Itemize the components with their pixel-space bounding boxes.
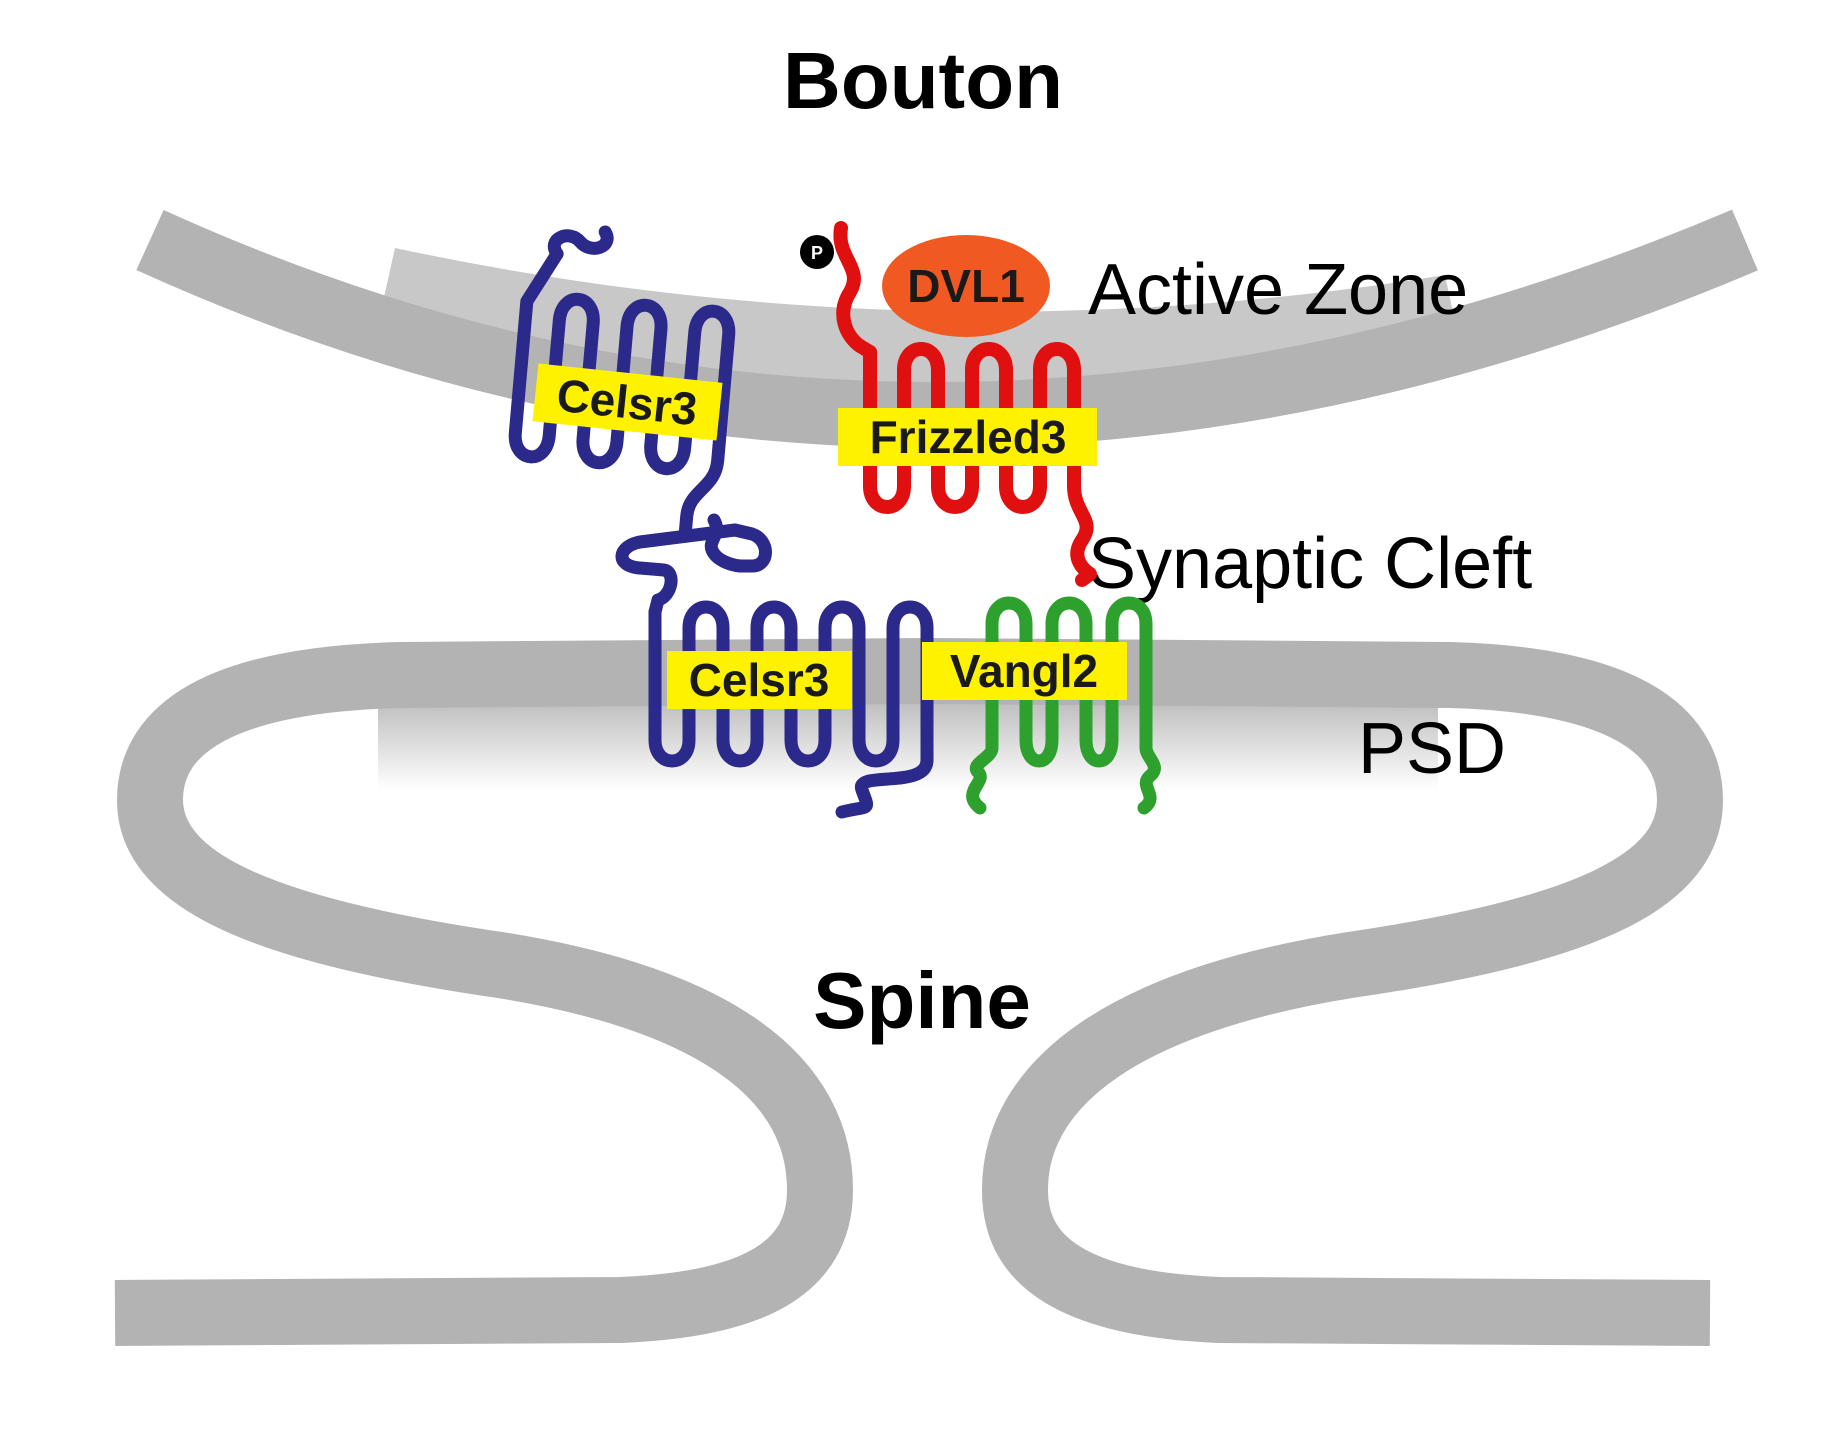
frizzled3-label-bg	[838, 408, 1097, 466]
vangl2-label-bg	[922, 642, 1127, 700]
celsr3-presynaptic: Celsr3	[508, 225, 772, 573]
spine-title: Spine	[813, 956, 1031, 1045]
vangl2-label: Vangl2	[950, 645, 1098, 697]
dvl1-label: DVL1	[907, 260, 1025, 312]
frizzled3-nterm	[833, 221, 877, 359]
vangl2-right-segment	[1045, 596, 1161, 815]
psd-label: PSD	[1358, 709, 1506, 789]
bouton-title: Bouton	[783, 36, 1063, 125]
frizzled3-label: Frizzled3	[870, 411, 1067, 463]
spine-membrane-right	[927, 638, 1724, 1346]
celsr3-pre-label-bg	[532, 363, 723, 441]
vangl2-protein	[966, 596, 1161, 815]
celsr3-post-label-bg	[667, 651, 852, 709]
celsr3-post-helices	[648, 600, 934, 819]
dvl1-protein	[882, 235, 1050, 337]
celsr3-post-extracellular-domain	[615, 523, 742, 619]
phospho-label: P	[811, 243, 823, 263]
vangl2-left-segment	[966, 596, 1059, 815]
frizzled3-receptor	[833, 221, 1097, 587]
celsr3-pre-nterm	[548, 225, 614, 261]
synaptic-cleft-label: Synaptic Cleft	[1088, 524, 1532, 604]
celsr3-post-label: Celsr3	[689, 654, 830, 706]
frizzled3-helices	[863, 342, 1097, 587]
celsr3-pre-helices	[508, 247, 736, 537]
spine-membrane-left	[114, 638, 929, 1346]
celsr3-postsynaptic	[615, 523, 934, 819]
active-zone-label: Active Zone	[1088, 250, 1468, 330]
phospho-group-icon	[800, 235, 834, 269]
